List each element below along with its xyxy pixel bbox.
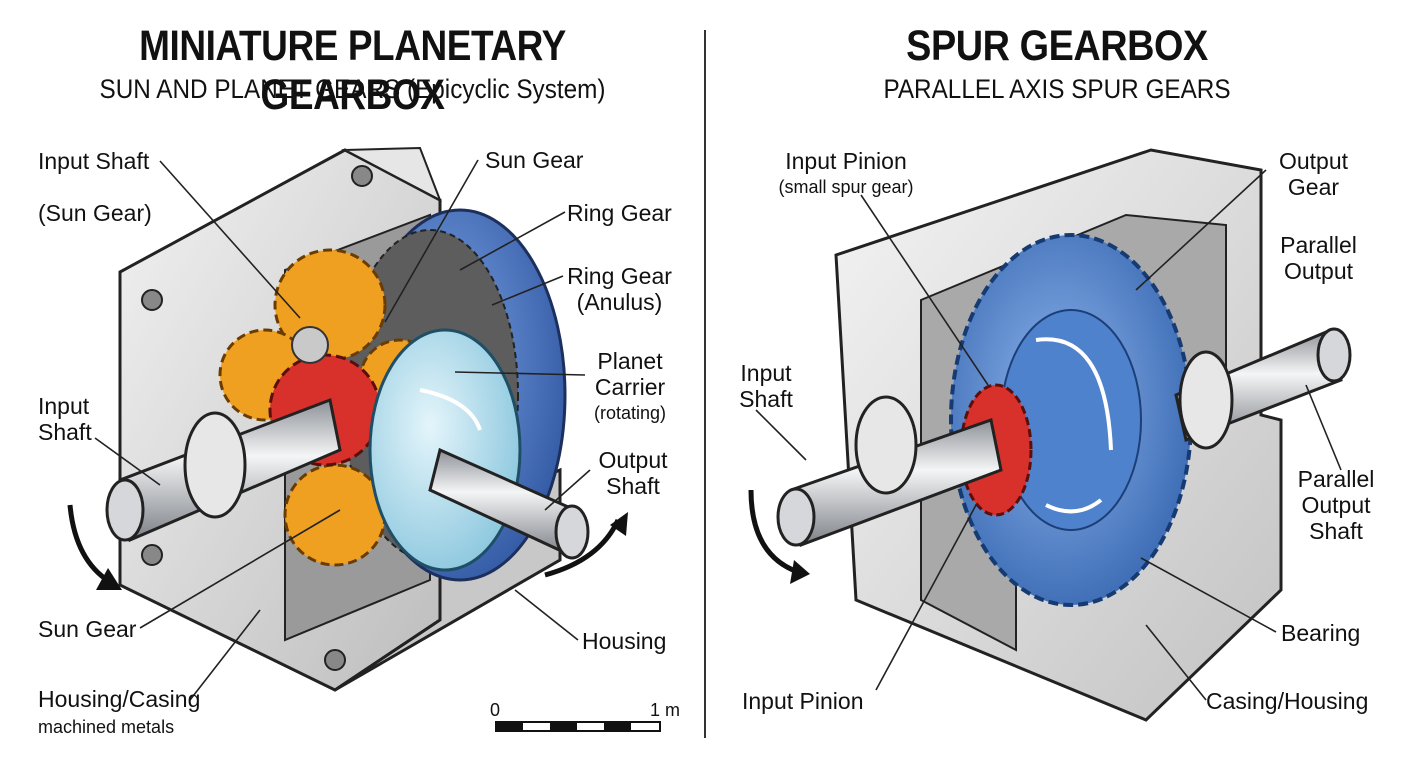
label-parallel-output-shaft-line3: Shaft	[1309, 518, 1363, 544]
spur-output-gear	[949, 233, 1193, 607]
panel-divider	[704, 30, 706, 738]
planetary-leader-lines	[94, 159, 591, 701]
spur-gearbox-illustration	[748, 148, 1352, 722]
planetary-title: MINIATURE PLANETARY GEARBOX	[139, 22, 566, 119]
spur-subtitle: PARALLEL AXIS SPUR GEARS	[883, 74, 1231, 104]
label-parallel-output-line2: Output	[1283, 258, 1354, 284]
spur-output-shaft	[1174, 327, 1352, 450]
label-input-shaft-line1: Input	[38, 393, 90, 419]
label-sun-gear-paren: (Sun Gear)	[38, 200, 152, 226]
label-input-shaft-line2: Shaft	[38, 419, 92, 445]
label-spur-input-shaft-line1: Input	[740, 360, 792, 386]
planetary-input-shaft	[105, 397, 342, 543]
label-ring-gear-annulus-line1: Ring Gear	[567, 263, 672, 289]
label-housing: Housing	[582, 628, 667, 654]
label-input-pinion-top: Input Pinion (small spur gear)	[761, 148, 931, 200]
label-parallel-output-shaft-line1: Parallel	[1297, 466, 1375, 492]
label-spur-input-shaft-line2: Shaft	[739, 386, 793, 412]
planetary-subtitle: SUN AND PLANET GEARS (Epicyclic System)	[99, 74, 606, 104]
planet-carrier	[368, 328, 522, 572]
spur-gearbox-panel: SPUR GEARBOX PARALLEL AXIS SPUR GEARS	[706, 0, 1408, 768]
rotation-arrowhead-left	[96, 568, 122, 590]
label-planet-carrier-line1: Planet	[597, 348, 663, 374]
label-output-shaft-line2: Shaft	[606, 473, 660, 499]
label-spur-input-shaft: Input Shaft	[731, 360, 801, 412]
label-parallel-output-line1: Parallel	[1280, 232, 1357, 258]
label-ring-gear-annulus-line2: (Anulus)	[576, 289, 663, 315]
label-output-gear-line2: Gear	[1287, 174, 1340, 200]
label-sun-gear-bottom: Sun Gear	[38, 616, 137, 642]
label-parallel-output-shaft-line2: Output	[1301, 492, 1371, 518]
label-ring-gear-annulus: Ring Gear (Anulus)	[562, 263, 677, 315]
label-output-shaft: Output Shaft	[588, 447, 678, 499]
planetary-gearbox-illustration	[67, 146, 661, 732]
label-small-spur-gear: (small spur gear)	[778, 177, 914, 197]
label-input-pinion-top-line1: Input Pinion	[785, 148, 907, 174]
spur-rotation-arrowhead	[790, 560, 810, 584]
label-input-shaft-top: Input Shaft	[38, 148, 150, 174]
label-input-shaft: Input Shaft	[38, 393, 92, 445]
spur-rotation-arrow	[748, 489, 799, 575]
spur-leader-lines	[755, 169, 1342, 701]
scale-start-label: 0	[490, 700, 501, 720]
scale-end-label: 1 m	[650, 700, 681, 720]
label-output-gear: Output Gear	[1266, 148, 1361, 200]
label-bearing: Bearing	[1281, 620, 1361, 646]
label-sun-gear-top: Sun Gear	[485, 147, 584, 173]
label-housing-casing: Housing/Casing	[38, 686, 201, 712]
spur-input-shaft	[776, 395, 1003, 548]
label-output-gear-line1: Output	[1278, 148, 1349, 174]
label-casing-housing: Casing/Housing	[1206, 688, 1369, 714]
label-parallel-output: Parallel Output	[1271, 232, 1366, 284]
planetary-output-shaft	[428, 447, 590, 560]
label-planet-carrier-line3: (rotating)	[593, 403, 667, 423]
label-parallel-output-shaft: Parallel Output Shaft	[1291, 466, 1381, 544]
label-output-shaft-line1: Output	[598, 447, 668, 473]
label-planet-carrier: Planet Carrier (rotating)	[580, 348, 680, 426]
label-ring-gear: Ring Gear	[567, 200, 672, 226]
scale-bar	[495, 721, 661, 732]
rotation-arrowhead-right	[610, 512, 628, 536]
label-input-pinion-bottom: Input Pinion	[742, 688, 864, 714]
planetary-gearbox-panel: MINIATURE PLANETARY GEARBOX SUN AND PLAN…	[38, 22, 681, 737]
label-planet-carrier-line2: Carrier	[594, 374, 666, 400]
spur-title: SPUR GEARBOX	[906, 22, 1208, 70]
label-machined-metals: machined metals	[38, 717, 175, 737]
